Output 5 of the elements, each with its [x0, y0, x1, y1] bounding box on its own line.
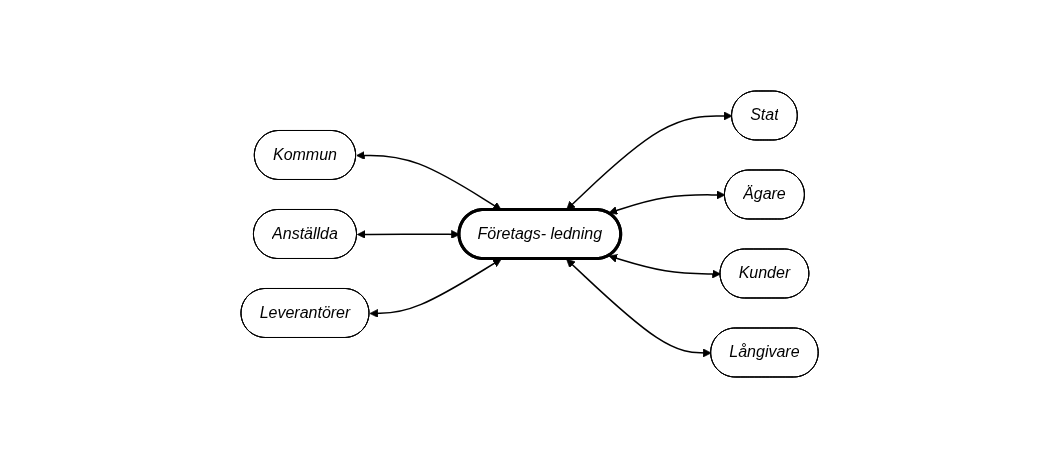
arrow	[608, 253, 721, 278]
arrow	[356, 229, 460, 239]
arrow	[566, 258, 712, 357]
arrow	[608, 190, 726, 215]
arrow	[369, 258, 502, 318]
